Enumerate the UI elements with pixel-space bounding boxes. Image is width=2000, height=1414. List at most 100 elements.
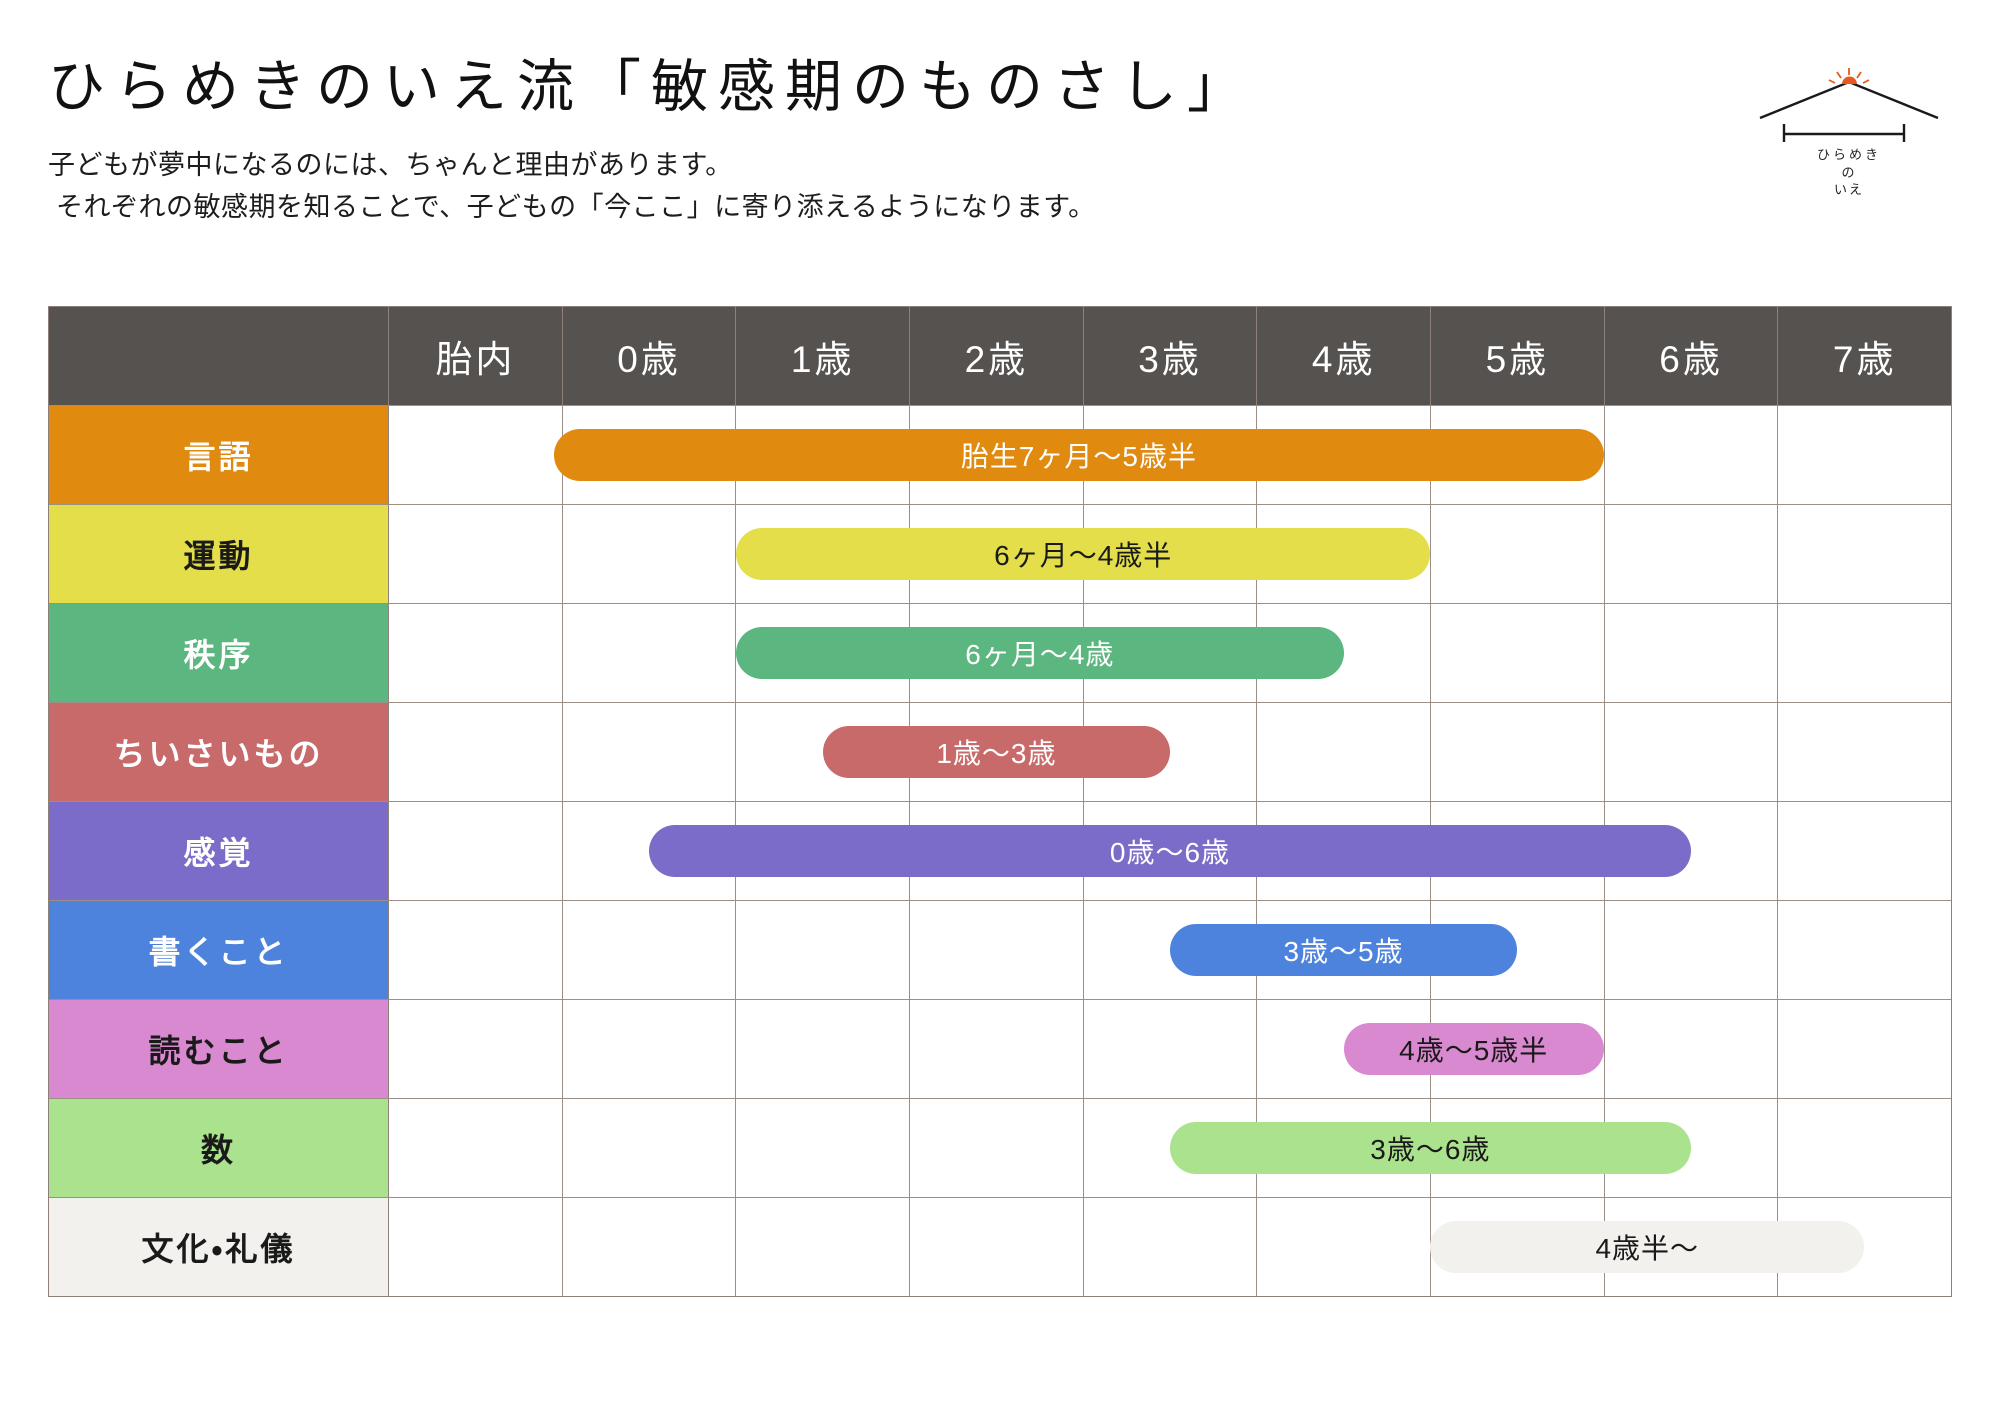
table-row: 運動 6ヶ月～4歳半	[49, 504, 1951, 603]
category-label-6: 読むこと	[49, 1000, 389, 1098]
gridline-0	[389, 901, 563, 999]
gridline-8	[1778, 802, 1951, 900]
axis-tick-0: 胎内	[389, 307, 563, 405]
period-bar-label-8: 4歳半～	[1595, 1233, 1700, 1264]
gridline-1	[563, 1099, 737, 1197]
table-row: 文化・礼儀 4歳半～	[49, 1197, 1951, 1296]
category-label-5: 書くこと	[49, 901, 389, 999]
category-label-4: 感覚	[49, 802, 389, 900]
period-bar-6[interactable]: 4歳～5歳半	[1343, 1023, 1604, 1075]
axis-tick-5: 4歳	[1257, 307, 1432, 405]
logo-line-2: の	[1841, 164, 1857, 180]
table-row: 書くこと 3歳～5歳	[49, 900, 1951, 999]
period-bar-label-4: 0歳～6歳	[1109, 837, 1231, 868]
period-bar-3[interactable]: 1歳～3歳	[822, 726, 1170, 778]
gridline-2	[736, 1000, 911, 1098]
bar-track-6: 4歳～5歳半	[389, 1000, 1951, 1098]
gridline-1	[563, 1198, 737, 1296]
gridline-0	[389, 802, 563, 900]
bar-track-7: 3歳～6歳	[389, 1099, 1951, 1197]
period-bar-2[interactable]: 6ヶ月～4歳	[736, 627, 1344, 679]
period-bar-1[interactable]: 6ヶ月～4歳半	[736, 528, 1431, 580]
period-bar-label-0: 胎生7ヶ月～5歳半	[960, 441, 1197, 472]
period-bar-5[interactable]: 3歳～5歳	[1170, 924, 1518, 976]
bar-track-8: 4歳半～	[389, 1198, 1951, 1296]
gridline-3	[910, 1198, 1084, 1296]
logo-text: ひらめき の いえ	[1754, 146, 1944, 199]
logo-line-3: いえ	[1833, 182, 1864, 198]
logo-line-1: ひらめき	[1816, 147, 1881, 162]
bar-track-0: 胎生7ヶ月～5歳半	[389, 406, 1951, 504]
bar-track-3: 1歳～3歳	[389, 703, 1951, 801]
table-row: ちいさいもの 1歳～3歳	[49, 702, 1951, 801]
gridlines	[389, 1000, 1951, 1098]
gridline-4	[1084, 1198, 1258, 1296]
period-bar-4[interactable]: 0歳～6歳	[649, 825, 1691, 877]
category-label-0: 言語	[49, 406, 389, 504]
gridline-7	[1605, 604, 1779, 702]
axis-tick-6: 5歳	[1431, 307, 1605, 405]
gridline-8	[1778, 1000, 1951, 1098]
axis-tick-1: 0歳	[563, 307, 737, 405]
gridline-1	[563, 703, 737, 801]
bar-track-2: 6ヶ月～4歳	[389, 604, 1951, 702]
period-bar-label-5: 3歳～5歳	[1283, 936, 1404, 967]
gridline-8	[1778, 901, 1951, 999]
gridline-0	[389, 604, 563, 702]
period-bar-label-7: 3歳～6歳	[1370, 1134, 1491, 1165]
gridline-8	[1778, 1099, 1951, 1197]
gridline-7	[1605, 406, 1779, 504]
page-subtitle: 子どもが夢中になるのには、ちゃんと理由があります。 それぞれの敏感期を知ることで…	[48, 145, 1688, 229]
gridline-6	[1431, 703, 1605, 801]
subtitle-line-2: それぞれの敏感期を知ることで、子どもの「今ここ」に寄り添えるようになります。	[56, 192, 1096, 223]
bar-track-1: 6ヶ月～4歳半	[389, 505, 1951, 603]
period-bar-label-3: 1歳～3歳	[936, 738, 1057, 769]
period-bar-label-6: 4歳～5歳半	[1399, 1035, 1549, 1066]
axis-tick-7: 6歳	[1605, 307, 1779, 405]
gridline-8	[1778, 703, 1951, 801]
period-bar-0[interactable]: 胎生7ヶ月～5歳半	[553, 429, 1604, 481]
table-row: 感覚 0歳～6歳	[49, 801, 1951, 900]
page-title: ひらめきのいえ流「敏感期のものさし」	[48, 55, 1254, 119]
gridline-1	[563, 604, 737, 702]
period-bar-label-2: 6ヶ月～4歳	[965, 639, 1115, 670]
gridline-7	[1605, 901, 1779, 999]
header-block: ひらめきのいえ流「敏感期のものさし」 子どもが夢中になるのには、ちゃんと理由があ…	[48, 52, 1688, 229]
gridline-5	[1257, 703, 1432, 801]
house-roof-icon	[1759, 68, 1939, 142]
gridline-0	[389, 505, 563, 603]
gridline-8	[1778, 406, 1951, 504]
category-label-1: 運動	[49, 505, 389, 603]
category-label-3: ちいさいもの	[49, 703, 389, 801]
gridline-3	[910, 1000, 1084, 1098]
gridline-5	[1257, 1198, 1432, 1296]
axis-tick-3: 2歳	[910, 307, 1084, 405]
gridline-2	[736, 1198, 911, 1296]
gridline-6	[1431, 505, 1605, 603]
axis-tick-2: 1歳	[736, 307, 911, 405]
gridline-0	[389, 406, 563, 504]
period-bar-8[interactable]: 4歳半～	[1430, 1221, 1865, 1273]
bar-track-4: 0歳～6歳	[389, 802, 1951, 900]
period-bar-label-1: 6ヶ月～4歳半	[994, 540, 1173, 571]
gridline-4	[1084, 1000, 1258, 1098]
gridline-0	[389, 1198, 563, 1296]
table-row: 言語 胎生7ヶ月～5歳半	[49, 405, 1951, 504]
category-label-2: 秩序	[49, 604, 389, 702]
gridline-3	[910, 1099, 1084, 1197]
table-row: 読むこと 4歳～5歳半	[49, 999, 1951, 1098]
axis-tick-8: 7歳	[1832, 339, 1897, 380]
gridlines	[389, 703, 1951, 801]
category-label-8: 文化・礼儀	[49, 1198, 389, 1296]
gridline-0	[389, 1000, 563, 1098]
bar-track-5: 3歳～5歳	[389, 901, 1951, 999]
period-bar-7[interactable]: 3歳～6歳	[1170, 1122, 1691, 1174]
gridline-8	[1778, 505, 1951, 603]
gridline-0	[389, 1099, 563, 1197]
table-row: 秩序 6ヶ月～4歳	[49, 603, 1951, 702]
gridline-1	[563, 505, 737, 603]
gridline-7	[1605, 703, 1779, 801]
